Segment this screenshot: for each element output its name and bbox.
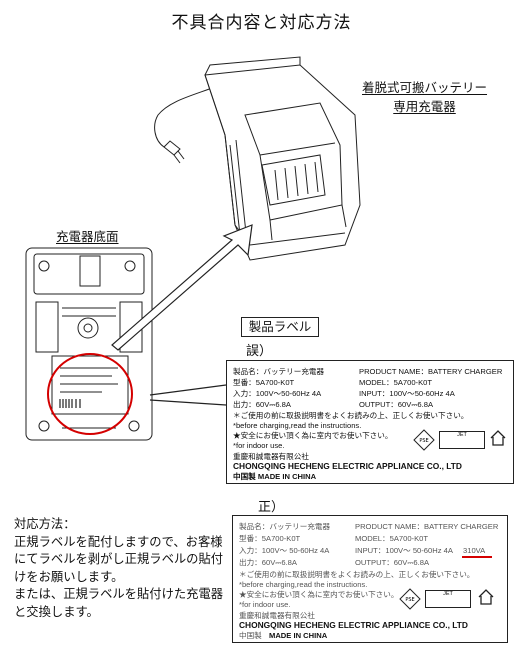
right-caution-en: *before charging,read the instructions. — [239, 580, 368, 589]
instructions: 対応方法： 正規ラベルを配付しますので、お客様 にてラベルを剥がし正規ラベルの貼… — [14, 516, 244, 621]
wrong-caution-jp: ＊ご使用の前に取扱説明書をよくお読みの上、正しくお使い下さい。 — [233, 411, 469, 420]
charger-bottom-drawing — [25, 247, 153, 441]
right-indoor-en: *for indoor use. — [239, 600, 291, 609]
page-title: 不具合内容と対応方法 — [171, 13, 352, 33]
correct-product-label: 製品名：バッテリー充電器 型番：5A700-K0T 入力：100V〜 50-60… — [232, 515, 508, 643]
bottom-view-label: 充電器底面 — [56, 229, 119, 244]
instructions-line-3: にてラベルを剥がし正規ラベルの貼付 — [14, 552, 224, 566]
wrong-output-jp: 出力：60V⎓6.8A — [233, 400, 291, 409]
right-input-va: 310VA — [463, 546, 486, 555]
right-output-en: OUTPUT：60V⎓6.8A — [355, 558, 430, 567]
pse-diamond-icon: PSE — [399, 588, 421, 610]
charger-label: 着脱式可搬バッテリー 専用充電器 — [362, 78, 487, 116]
pse-mark-text: PSE — [405, 597, 414, 603]
instructions-line-4: けをお願いします。 — [14, 569, 124, 584]
right-model-jp: 型番：5A700-K0T — [239, 534, 301, 543]
right-caution-jp: ＊ご使用の前に取扱説明書をよくお読みの上、正しくお使い下さい。 — [239, 570, 475, 579]
wrong-product-name-en: PRODUCT NAME：BATTERY CHARGER — [359, 367, 503, 376]
house-icon — [490, 430, 506, 446]
right-product-name-jp: 製品名：バッテリー充電器 — [239, 522, 331, 531]
right-maker-en: CHONGQING HECHENG ELECTRIC APPLIANCE CO.… — [239, 620, 468, 630]
instructions-line-5: または、正規ラベルを貼付けた充電器 — [14, 587, 224, 601]
wrong-product-name-jp: 製品名：バッテリー充電器 — [233, 367, 325, 376]
wrong-model-jp: 型番：5A700-K0T — [233, 378, 295, 387]
charger-drawing — [154, 56, 361, 261]
wrong-maker-jp: 重慶和誠電器有限公社 — [233, 452, 309, 461]
wrong-indoor-en: *for indoor use. — [233, 441, 285, 450]
wrong-maker-en: CHONGQING HECHENG ELECTRIC APPLIANCE CO.… — [233, 461, 462, 471]
right-origin-en: MADE IN CHINA — [269, 631, 328, 640]
wrong-indoor-jp: ★安全にお使い頂く為に室内でお使い下さい。 — [233, 431, 393, 440]
wrong-model-en: MODEL：5A700-K0T — [359, 378, 433, 387]
right-output-jp: 出力：60V⎓6.8A — [239, 558, 297, 567]
wrong-mark: 誤） — [246, 344, 273, 359]
wrong-input-jp: 入力：100V〜50-60Hz 4A — [233, 389, 322, 398]
house-icon — [478, 589, 494, 605]
wrong-origin: 中国製 MADE IN CHINA — [233, 472, 317, 481]
va-highlight-underline — [462, 556, 492, 558]
charger-label-line-2: 専用充電器 — [393, 99, 456, 114]
pse-diamond-icon: PSE — [413, 429, 435, 451]
jet-mark: JET — [425, 590, 471, 608]
pse-mark-text: PSE — [419, 438, 428, 444]
charger-label-line-1: 着脱式可搬バッテリー — [362, 80, 488, 95]
jet-mark-text: JET — [457, 432, 467, 438]
product-label-title: 製品ラベル — [241, 317, 319, 337]
right-input-en: INPUT：100V〜 50-60Hz 4A — [355, 546, 453, 555]
right-indoor-jp: ★安全にお使い頂く為に室内でお使い下さい。 — [239, 590, 399, 599]
right-product-name-en: PRODUCT NAME：BATTERY CHARGER — [355, 522, 499, 531]
instructions-line-6: と交換します。 — [14, 604, 99, 619]
wrong-caution-en: *before charging,read the instructions. — [233, 421, 362, 430]
right-mark: 正） — [258, 500, 285, 515]
jet-mark: JET — [439, 431, 485, 449]
instructions-line-2: 正規ラベルを配付しますので、お客様 — [14, 534, 223, 549]
wrong-product-label: 製品名：バッテリー充電器 型番：5A700-K0T 入力：100V〜50-60H… — [226, 360, 514, 484]
right-model-en: MODEL：5A700-K0T — [355, 534, 429, 543]
wrong-input-en: INPUT：100V〜50-60Hz 4A — [359, 389, 455, 398]
instructions-line-1: 対応方法： — [14, 517, 76, 531]
jet-mark-text: JET — [443, 591, 453, 597]
right-input-jp: 入力：100V〜 50-60Hz 4A — [239, 546, 330, 555]
wrong-output-en: OUTPUT：60V⎓6.8A — [359, 400, 434, 409]
right-origin-jp: 中国製 — [239, 631, 262, 640]
right-maker-jp: 重慶和誠電器有限公社 — [239, 611, 315, 620]
